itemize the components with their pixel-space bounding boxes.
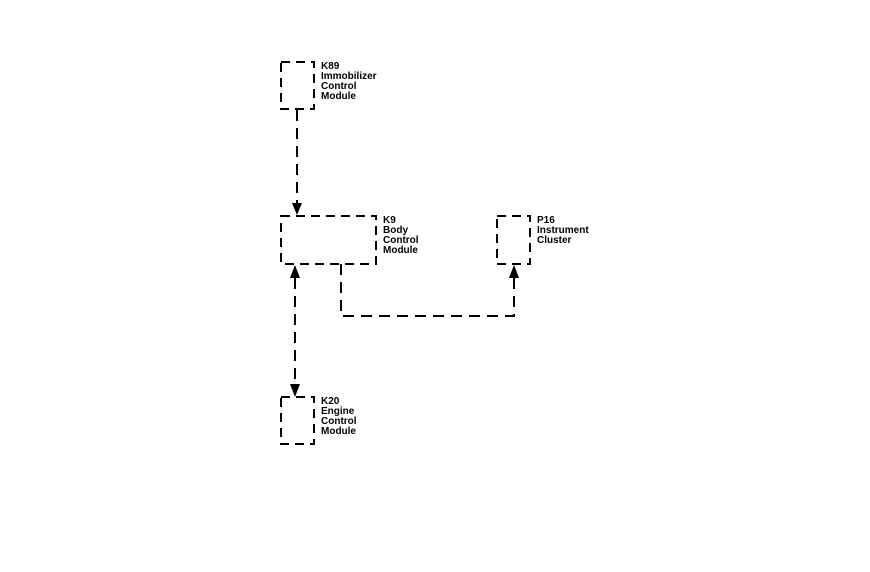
connection-k9-k20[interactable] — [290, 265, 300, 397]
module-k89-label-line: Control — [321, 81, 357, 92]
module-k9-label-line: K9 — [383, 215, 396, 226]
module-k9[interactable]: K9 Body Control Module — [280, 215, 421, 265]
module-k20[interactable]: K20 Engine Control Module — [280, 396, 359, 445]
module-k9-label-line: Control — [383, 235, 419, 246]
module-k20-label-line: K20 — [321, 396, 340, 407]
module-k89[interactable]: K89 Immobilizer Control Module — [280, 61, 379, 110]
arrow-down-icon — [292, 203, 302, 215]
module-k20-label-line: Control — [321, 416, 357, 427]
connection-k89-k9[interactable] — [292, 110, 302, 215]
module-p16-label-line: P16 — [537, 215, 555, 226]
module-k20-box — [280, 396, 315, 445]
module-k89-label: K89 Immobilizer Control Module — [321, 61, 379, 102]
module-k89-label-line: Immobilizer — [321, 71, 377, 82]
arrow-up-icon — [290, 265, 300, 278]
module-k89-label-line: Module — [321, 91, 356, 102]
wire-k9-p16 — [340, 264, 515, 317]
module-k9-label-line: Body — [383, 225, 408, 236]
module-k9-label: K9 Body Control Module — [383, 215, 421, 256]
module-k20-label-line: Engine — [321, 406, 355, 417]
module-k9-box — [280, 215, 377, 265]
module-p16[interactable]: P16 Instrument Cluster — [496, 215, 591, 265]
module-k89-box — [280, 61, 315, 110]
module-k89-label-line: K89 — [321, 61, 340, 72]
arrow-down-icon — [290, 384, 300, 397]
module-k20-label: K20 Engine Control Module — [321, 396, 359, 437]
module-p16-label-line: Cluster — [537, 235, 572, 246]
module-p16-box — [496, 215, 531, 265]
module-k20-label-line: Module — [321, 426, 356, 437]
module-k9-label-line: Module — [383, 245, 418, 256]
connection-k9-p16[interactable] — [340, 264, 519, 317]
arrow-up-icon — [509, 265, 519, 278]
module-p16-label-line: Instrument — [537, 225, 589, 236]
module-p16-label: P16 Instrument Cluster — [537, 215, 591, 246]
